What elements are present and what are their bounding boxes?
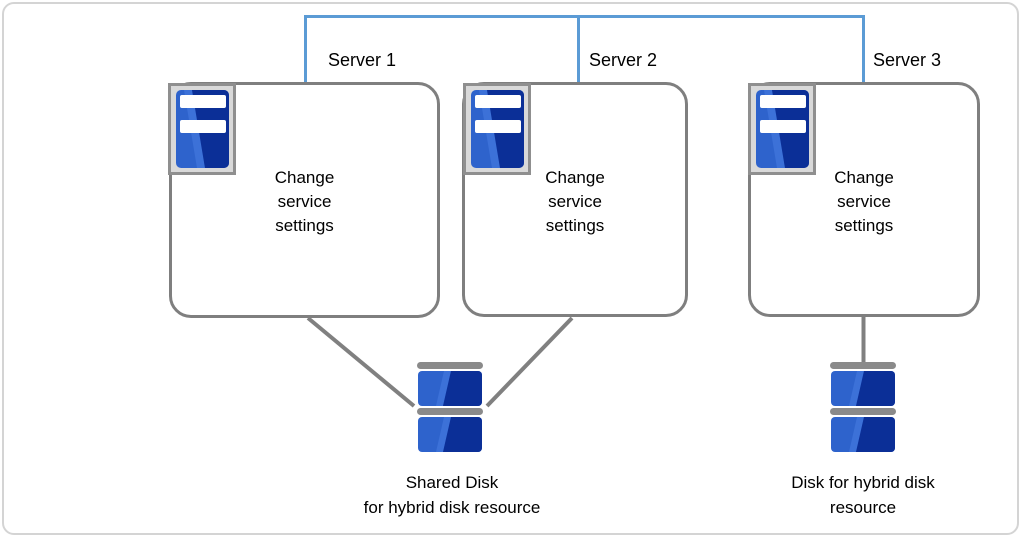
server-icon (748, 83, 816, 175)
server1-label: Server 1 (328, 50, 397, 70)
cluster-network-connector-line (304, 15, 865, 84)
shared-disk-icon (417, 362, 483, 452)
server2-box (462, 82, 688, 317)
server2-label: Server 2 (589, 50, 658, 70)
hybrid-disk-label: Disk for hybrid disk resource (791, 473, 935, 517)
shared-disk-label: Shared Disk for hybrid disk resource (363, 473, 541, 517)
hybrid-disk-icon (830, 362, 896, 452)
server3-box-text: Change service settings (834, 168, 894, 235)
server2-shared-disk-line (485, 316, 574, 408)
server1-box-text: Change service settings (274, 168, 335, 235)
server3-label: Server 3 (873, 50, 942, 70)
server1-shared-disk-line (306, 316, 416, 408)
server-icon (463, 83, 531, 175)
server-icon (168, 83, 236, 175)
server2-box-text: Change service settings (545, 168, 605, 235)
